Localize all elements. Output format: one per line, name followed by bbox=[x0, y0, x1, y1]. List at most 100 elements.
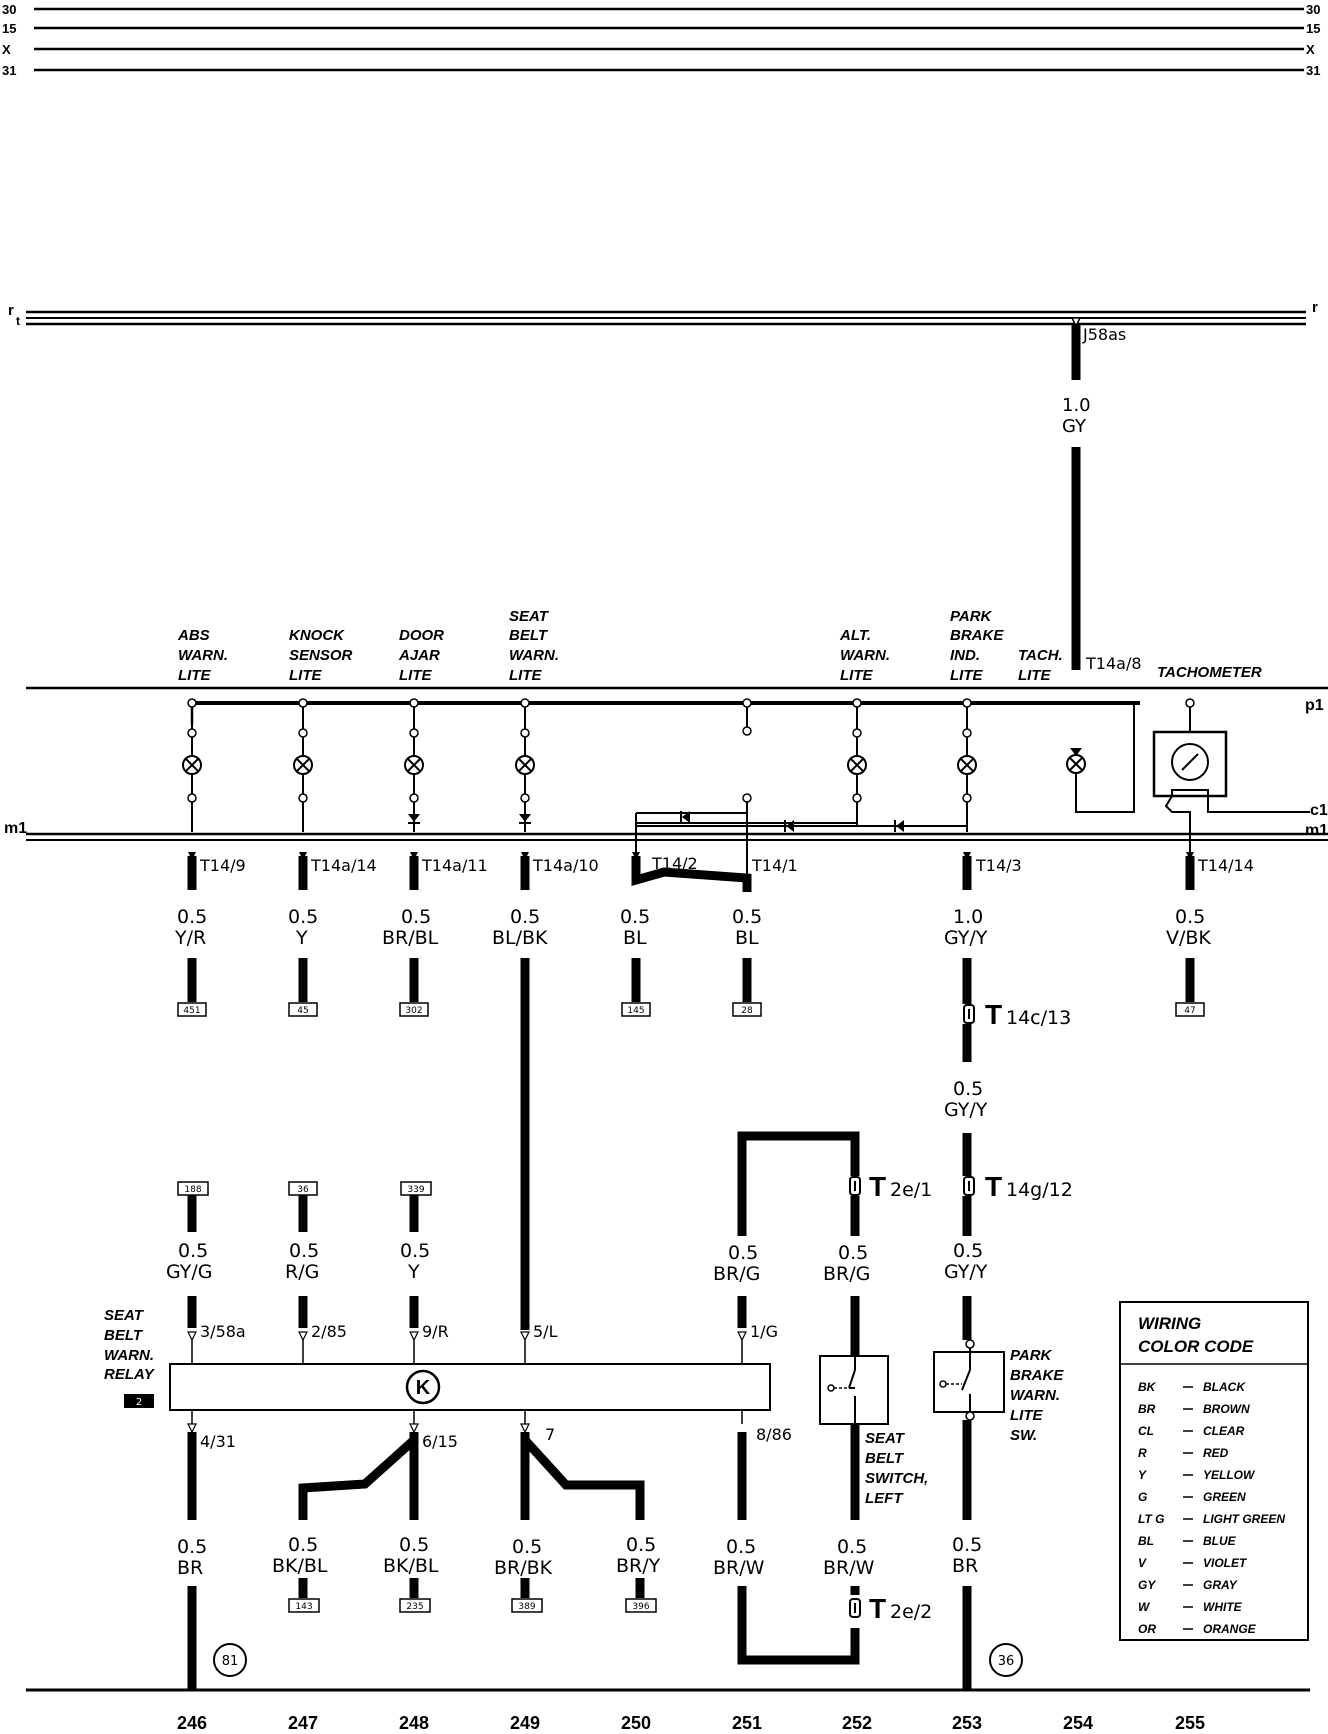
wire-size-255: 0.5 bbox=[1175, 906, 1205, 928]
wire-size-246: 0.5 bbox=[177, 906, 207, 928]
wire-color-252-low: BR/W bbox=[823, 1557, 875, 1579]
j58as-wire-color: GY bbox=[1062, 416, 1087, 437]
legend-title-1: WIRING bbox=[1138, 1314, 1201, 1333]
pin-t14-9: T14/9 bbox=[199, 856, 246, 875]
rail-label-left-15: 15 bbox=[2, 21, 16, 36]
rail-label-left-30: 30 bbox=[2, 2, 16, 17]
relay-pin-8-86: 8/86 bbox=[756, 1425, 792, 1444]
lamp-label-seat-3: WARN. bbox=[509, 647, 559, 664]
park-switch-label-3: WARN. bbox=[1010, 1387, 1060, 1404]
wire-color-250: BL bbox=[623, 927, 647, 949]
wire-size-247: 0.5 bbox=[288, 906, 318, 928]
upper-refs: 451 45 302 145 28 47 bbox=[177, 958, 1205, 1330]
wire-size-253-mid2: 0.5 bbox=[953, 1240, 983, 1262]
wire-size-248: 0.5 bbox=[401, 906, 431, 928]
legend-color-name: GREEN bbox=[1203, 1490, 1246, 1504]
lamp-tach-icon bbox=[1066, 754, 1086, 774]
ref-box-45: 45 bbox=[297, 1006, 308, 1016]
wire-size-249-low: 0.5 bbox=[512, 1536, 542, 1558]
connector-icon bbox=[849, 1176, 861, 1196]
seat-switch-label-2: BELT bbox=[865, 1450, 905, 1467]
wire-color-251-low: BR/W bbox=[713, 1557, 765, 1579]
park-switch-label-5: SW. bbox=[1010, 1427, 1037, 1444]
mid-wire-labels: 0.5 GY/G 0.5 R/G 0.5 Y 0.5 BR/G 0.5 BR/G… bbox=[166, 1240, 988, 1285]
legend-color-name: WHITE bbox=[1203, 1600, 1243, 1614]
wire-color-246-low: BR bbox=[177, 1557, 203, 1579]
ref-box-451: 451 bbox=[183, 1006, 200, 1016]
lamp-label-park-3: IND. bbox=[950, 647, 980, 664]
rail-label-right-x: X bbox=[1306, 42, 1315, 57]
rail-label-left-x: X bbox=[2, 42, 11, 57]
legend-code: BR bbox=[1138, 1402, 1156, 1416]
relay-top-pins: 3/58a 2/85 9/R 5/L 1/G bbox=[200, 1322, 778, 1341]
ref-box-389: 389 bbox=[518, 1602, 535, 1612]
relay-symbol: K bbox=[416, 1377, 431, 1399]
ground-81-label: 81 bbox=[222, 1654, 239, 1669]
legend-code: LT G bbox=[1138, 1512, 1164, 1526]
connector-t14g-main: T bbox=[985, 1171, 1002, 1202]
relay-pin-7: 7 bbox=[545, 1425, 555, 1444]
rail-label-t-left: t bbox=[16, 314, 20, 328]
relay-label-3: WARN. bbox=[104, 1347, 154, 1364]
lamp-label-abs-3: LITE bbox=[178, 667, 211, 684]
legend-code: BL bbox=[1138, 1534, 1154, 1548]
wire-color-253-mid: GY/Y bbox=[944, 1099, 988, 1121]
wire-size-253-low: 0.5 bbox=[952, 1534, 982, 1556]
relay-pin-2-85: 2/85 bbox=[311, 1322, 347, 1341]
legend-color-name: BROWN bbox=[1203, 1402, 1250, 1416]
wire-color-248-low: BK/BL bbox=[383, 1555, 439, 1577]
connector-t14g-sub: 14g/12 bbox=[1006, 1179, 1073, 1201]
connector-icon bbox=[849, 1598, 861, 1618]
connector-t14c-main: T bbox=[985, 999, 1002, 1030]
lamp-label-knock-3: LITE bbox=[289, 667, 322, 684]
wire-size-247-low: 0.5 bbox=[288, 1534, 318, 1556]
legend-color-name: LIGHT GREEN bbox=[1203, 1512, 1285, 1526]
pin-t14-14: T14/14 bbox=[1197, 856, 1254, 875]
ground-36-icon bbox=[989, 1643, 1023, 1677]
switch-actuator-icon bbox=[939, 1380, 947, 1388]
lamp-label-knock-1: KNOCK bbox=[289, 627, 345, 644]
col-246: 246 bbox=[177, 1713, 207, 1733]
upper-wire-labels: 0.5 Y/R 0.5 Y 0.5 BR/BL 0.5 BL/BK 0.5 BL… bbox=[174, 906, 1211, 949]
wire-color-251: BL bbox=[735, 927, 759, 949]
col-253: 253 bbox=[952, 1713, 982, 1733]
relay-symbol-icon bbox=[405, 1369, 441, 1405]
wire-color-251-mid: BR/G bbox=[713, 1263, 760, 1285]
lamp-labels: ABS WARN. LITE KNOCK SENSOR LITE DOOR AJ… bbox=[177, 608, 1262, 684]
diode-icon bbox=[518, 813, 532, 824]
legend-color-name: CLEAR bbox=[1203, 1424, 1245, 1438]
ref-box-235: 235 bbox=[406, 1602, 423, 1612]
col-247: 247 bbox=[288, 1713, 318, 1733]
ref-box-28: 28 bbox=[741, 1006, 753, 1016]
rail-label-r-left: r bbox=[8, 302, 14, 319]
legend-code: R bbox=[1138, 1446, 1147, 1460]
pin-t14a-8: T14a/8 bbox=[1085, 654, 1142, 673]
wire-color-246-mid: GY/G bbox=[166, 1261, 213, 1283]
rail-label-right-31: 31 bbox=[1306, 63, 1320, 78]
mid-refs: 188 36 339 bbox=[177, 1181, 432, 1232]
legend-code: BK bbox=[1138, 1380, 1157, 1394]
legend-color-name: YELLOW bbox=[1203, 1468, 1256, 1482]
rail-label-m1-right: m1 bbox=[1305, 822, 1328, 839]
lamp-label-alt-1: ALT. bbox=[839, 627, 871, 644]
wire-color-252-mid: BR/G bbox=[823, 1263, 870, 1285]
lamp-label-seat-4: LITE bbox=[509, 667, 542, 684]
wire-color-248: BR/BL bbox=[382, 927, 439, 949]
wire-color-246: Y/R bbox=[174, 927, 206, 949]
relay-box bbox=[169, 1363, 771, 1411]
wire-color-249: BL/BK bbox=[492, 927, 548, 949]
relay-pin-1-g: 1/G bbox=[750, 1322, 778, 1341]
pin-t14a-10: T14a/10 bbox=[532, 856, 599, 875]
park-brake-switch: PARK BRAKE WARN. LITE SW. bbox=[933, 1339, 1064, 1520]
connector-icon bbox=[963, 1176, 975, 1196]
seat-switch-chain: T 2e/1 bbox=[737, 1131, 932, 1236]
legend-color-name: GRAY bbox=[1203, 1578, 1238, 1592]
relay-pin-3-58a: 3/58a bbox=[200, 1322, 246, 1341]
lamp-label-park-1: PARK bbox=[950, 608, 993, 625]
col-248: 248 bbox=[399, 1713, 429, 1733]
ref-box-396: 396 bbox=[632, 1602, 649, 1612]
lamp-door-icon bbox=[404, 755, 424, 775]
wire-size-252-mid: 0.5 bbox=[838, 1242, 868, 1264]
